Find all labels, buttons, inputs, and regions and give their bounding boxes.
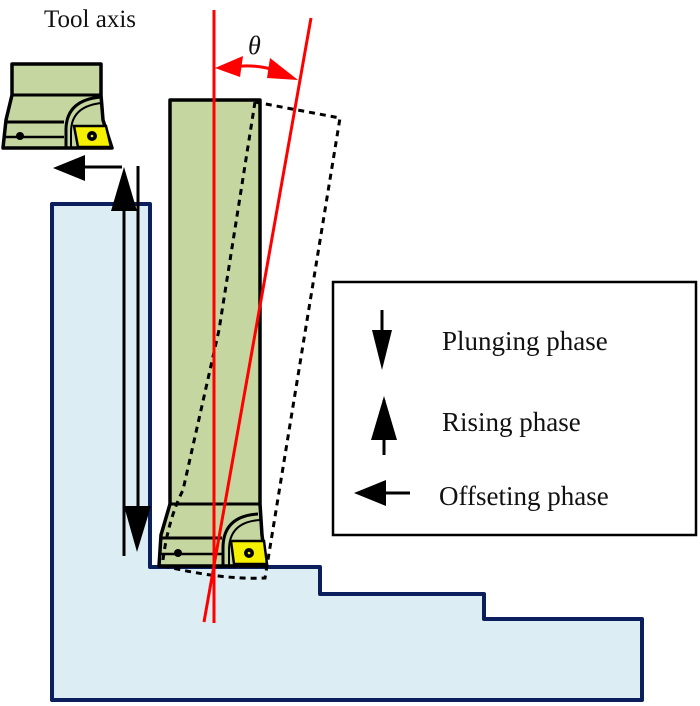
toolpath-arrows — [53, 155, 151, 556]
tool-head-preview — [1, 62, 114, 150]
screw-icon — [174, 549, 182, 557]
legend-item-plunging: Plunging phase — [372, 310, 608, 370]
left-arrow-icon — [354, 480, 386, 506]
arc-arrowhead-right — [267, 58, 298, 80]
rise-arrowhead — [111, 167, 137, 211]
tilted-tool-outline — [159, 100, 342, 580]
tool-axis-label: Tool axis — [44, 6, 136, 33]
up-arrow-icon — [371, 396, 397, 440]
legend-label-offseting: Offseting phase — [439, 481, 609, 511]
legend-item-offseting: Offseting phase — [354, 480, 609, 511]
workpiece — [50, 202, 644, 702]
plunge-arrowhead — [124, 506, 151, 552]
arc-arrowhead-left — [215, 56, 243, 77]
legend: Plunging phase Rising phase Offseting ph… — [331, 280, 698, 537]
tilted-axis-line — [202, 17, 313, 623]
theta-label: θ — [248, 31, 261, 60]
offset-arrowhead — [53, 155, 85, 181]
down-arrow-icon — [372, 330, 392, 370]
legend-label-plunging: Plunging phase — [442, 326, 608, 356]
legend-label-rising: Rising phase — [442, 407, 581, 437]
legend-item-rising: Rising phase — [371, 396, 581, 455]
